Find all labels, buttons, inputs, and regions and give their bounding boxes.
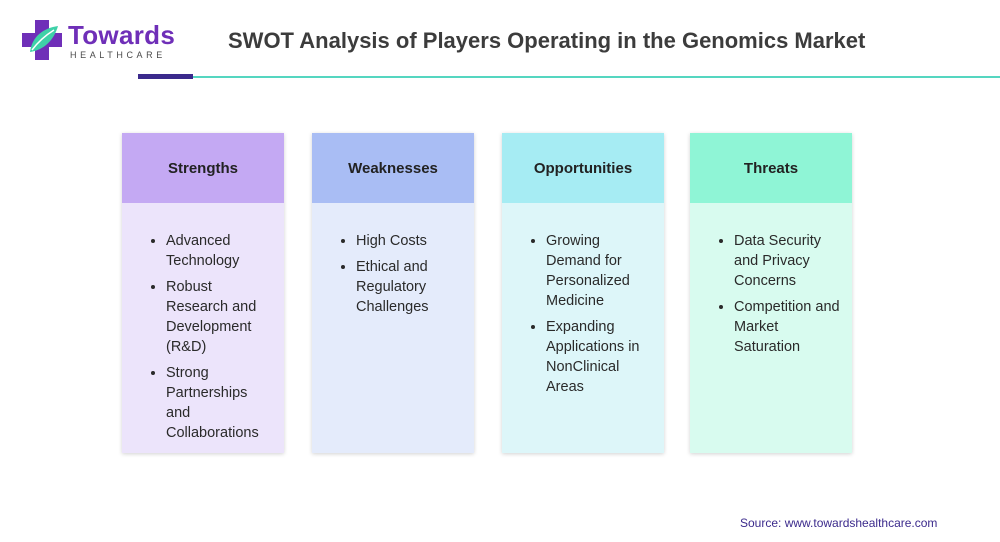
list-item: Ethical and Regulatory Challenges <box>356 257 464 317</box>
list-item: Growing Demand for Personalized Medicine <box>546 231 654 311</box>
list-item: High Costs <box>356 231 464 251</box>
list-item: Strong Partnerships and Collaborations <box>166 363 274 443</box>
header-rule <box>193 76 1000 78</box>
list-item: Data Security and Privacy Concerns <box>734 231 842 291</box>
list-item: Robust Research and Development (R&D) <box>166 277 274 357</box>
opportunities-card: Opportunities Growing Demand for Persona… <box>502 133 664 453</box>
weaknesses-list: High Costs Ethical and Regulatory Challe… <box>334 231 464 317</box>
page-title: SWOT Analysis of Players Operating in th… <box>228 28 866 53</box>
opportunities-header: Opportunities <box>502 133 664 203</box>
threats-card: Threats Data Security and Privacy Concer… <box>690 133 852 453</box>
strengths-list: Advanced Technology Robust Research and … <box>144 231 274 443</box>
threats-body: Data Security and Privacy Concerns Compe… <box>690 203 852 453</box>
brand-tagline: HEALTHCARE <box>70 50 166 60</box>
strengths-header: Strengths <box>122 133 284 203</box>
opportunities-body: Growing Demand for Personalized Medicine… <box>502 203 664 453</box>
strengths-card: Strengths Advanced Technology Robust Res… <box>122 133 284 453</box>
weaknesses-body: High Costs Ethical and Regulatory Challe… <box>312 203 474 453</box>
brand-logo: Towards HEALTHCARE <box>20 18 180 62</box>
list-item: Expanding Applications in NonClinical Ar… <box>546 317 654 397</box>
weaknesses-card: Weaknesses High Costs Ethical and Regula… <box>312 133 474 453</box>
brand-name: Towards <box>68 20 176 50</box>
header-rule-accent <box>138 74 193 79</box>
list-item: Advanced Technology <box>166 231 274 271</box>
strengths-body: Advanced Technology Robust Research and … <box>122 203 284 453</box>
health-cross-icon <box>22 20 62 60</box>
weaknesses-header: Weaknesses <box>312 133 474 203</box>
source-credit: Source: www.towardshealthcare.com <box>740 516 938 530</box>
list-item: Competition and Market Saturation <box>734 297 842 357</box>
threats-header: Threats <box>690 133 852 203</box>
opportunities-list: Growing Demand for Personalized Medicine… <box>524 231 654 397</box>
threats-list: Data Security and Privacy Concerns Compe… <box>712 231 842 357</box>
